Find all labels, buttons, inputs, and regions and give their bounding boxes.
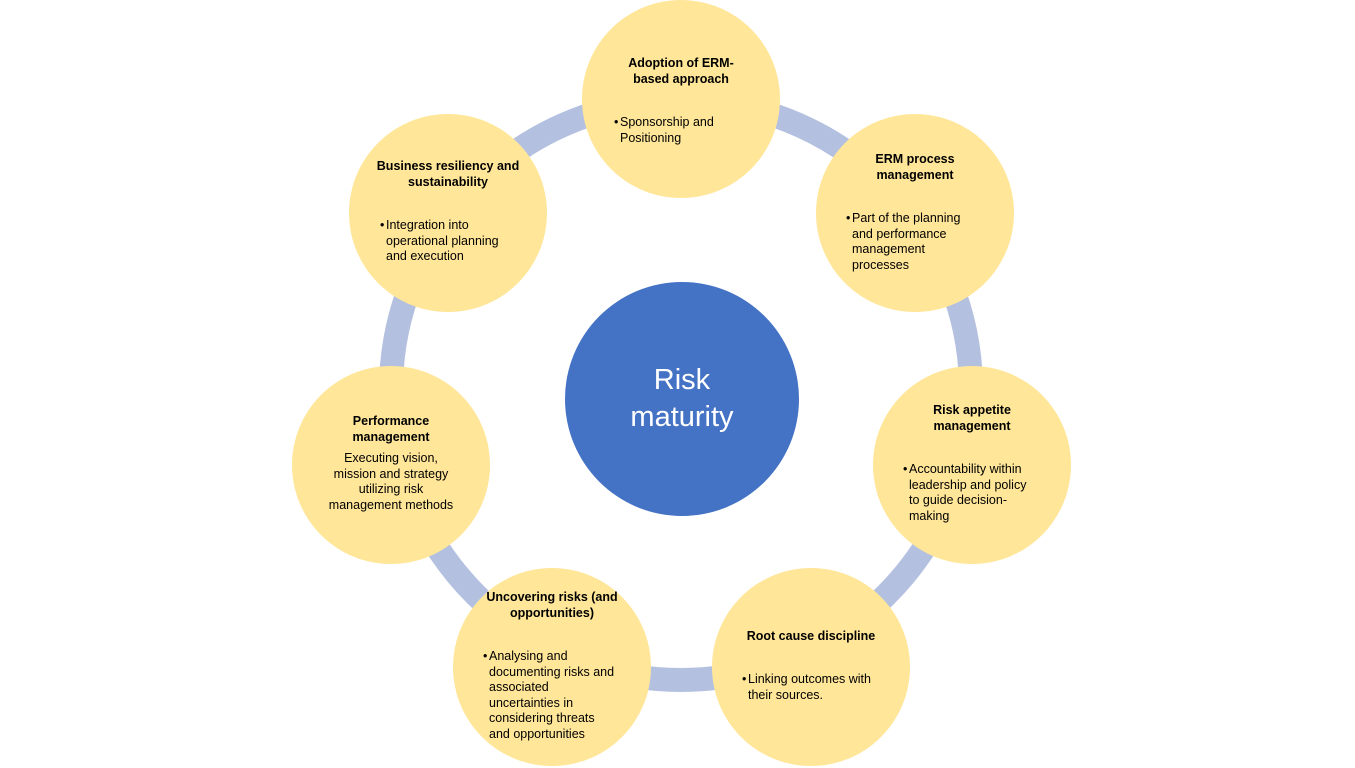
- node-title-line: Uncovering risks (and: [486, 590, 618, 604]
- node-title: Risk appetite management: [873, 403, 1071, 434]
- bullet-line: Analysing and: [489, 649, 568, 663]
- node-bullet: • Integration into operational planning …: [380, 218, 499, 265]
- bullet-icon: •: [483, 649, 488, 663]
- bullet-line: and execution: [386, 249, 464, 263]
- center-label-line2: maturity: [630, 401, 734, 433]
- node-uncovering-risks: Uncovering risks (and opportunities) • A…: [453, 568, 651, 766]
- node-title-line: opportunities): [509, 605, 594, 620]
- node-performance-management: Performance management Executing vision,…: [292, 366, 490, 564]
- bullet-icon: •: [846, 211, 851, 225]
- bullet-line: and performance: [852, 226, 947, 241]
- bullet-line: Sponsorship and: [620, 115, 714, 129]
- bullet-icon: •: [614, 115, 619, 129]
- text-line: utilizing risk: [358, 482, 424, 496]
- bullet-icon: •: [380, 218, 385, 232]
- node-title: Performance management: [292, 414, 490, 445]
- bullet-line: associated: [489, 680, 549, 694]
- node-title: Uncovering risks (and opportunities): [453, 590, 651, 621]
- node-title-line: ERM process: [875, 152, 955, 166]
- node-risk-appetite: Risk appetite management • Accountabilit…: [873, 366, 1071, 564]
- bullet-line: operational planning: [386, 233, 499, 248]
- node-bullet: • Part of the planning and performance m…: [846, 211, 960, 273]
- bullet-line: documenting risks and: [489, 664, 615, 679]
- bullet-icon: •: [903, 462, 908, 476]
- bullet-icon: •: [742, 672, 747, 686]
- text-line: management methods: [328, 497, 454, 512]
- node-title-line: Adoption of ERM-: [628, 56, 734, 70]
- bullet-line: and opportunities: [489, 726, 585, 741]
- node-bullet: • Analysing and documenting risks and as…: [483, 649, 614, 742]
- bullet-line: to guide decision-: [909, 493, 1007, 507]
- node-title-line: Root cause discipline: [746, 629, 876, 643]
- center-label-line1: Risk: [653, 364, 711, 396]
- node-bullet: • Accountability within leadership and p…: [903, 462, 1026, 524]
- node-bullet: • Linking outcomes with their sources.: [742, 672, 871, 703]
- node-title-line: management: [933, 418, 1011, 433]
- bullet-line: uncertainties in: [489, 695, 574, 710]
- bullet-line: management: [852, 242, 925, 256]
- text-line: mission and strategy: [333, 466, 449, 481]
- node-business-resiliency: Business resiliency and sustainability •…: [349, 114, 547, 312]
- center-circle: Risk maturity: [565, 282, 799, 516]
- bullet-line: making: [909, 508, 950, 523]
- bullet-line: their sources.: [748, 687, 824, 702]
- node-title: Adoption of ERM- based approach: [582, 56, 780, 87]
- node-title-line: management: [352, 429, 430, 444]
- bullet-line: Part of the planning: [852, 211, 961, 225]
- node-title-line: Business resiliency and: [376, 159, 520, 173]
- node-text: Executing vision, mission and strategy u…: [292, 451, 490, 513]
- node-title-line: management: [876, 167, 954, 182]
- node-erm-process: ERM process management • Part of the pla…: [816, 114, 1014, 312]
- node-title: Root cause discipline: [712, 629, 910, 645]
- bullet-line: Positioning: [620, 130, 682, 145]
- node-adoption-erm: Adoption of ERM- based approach • Sponso…: [582, 0, 780, 198]
- bullet-line: Linking outcomes with: [748, 672, 871, 686]
- bullet-line: Accountability within: [909, 462, 1022, 476]
- node-title-line: Performance: [352, 414, 430, 428]
- bullet-line: processes: [852, 257, 909, 272]
- bullet-line: considering threats: [489, 711, 595, 725]
- node-title-line: based approach: [633, 71, 729, 86]
- node-title: ERM process management: [816, 152, 1014, 183]
- node-title-line: Risk appetite: [933, 403, 1011, 417]
- bullet-line: Integration into: [386, 218, 469, 232]
- bullet-line: leadership and policy: [909, 477, 1027, 492]
- node-root-cause: Root cause discipline • Linking outcomes…: [712, 568, 910, 766]
- node-title-line: sustainability: [408, 174, 488, 189]
- node-bullet: • Sponsorship and Positioning: [614, 115, 714, 146]
- node-title: Business resiliency and sustainability: [349, 159, 547, 190]
- text-line: Executing vision,: [344, 451, 438, 465]
